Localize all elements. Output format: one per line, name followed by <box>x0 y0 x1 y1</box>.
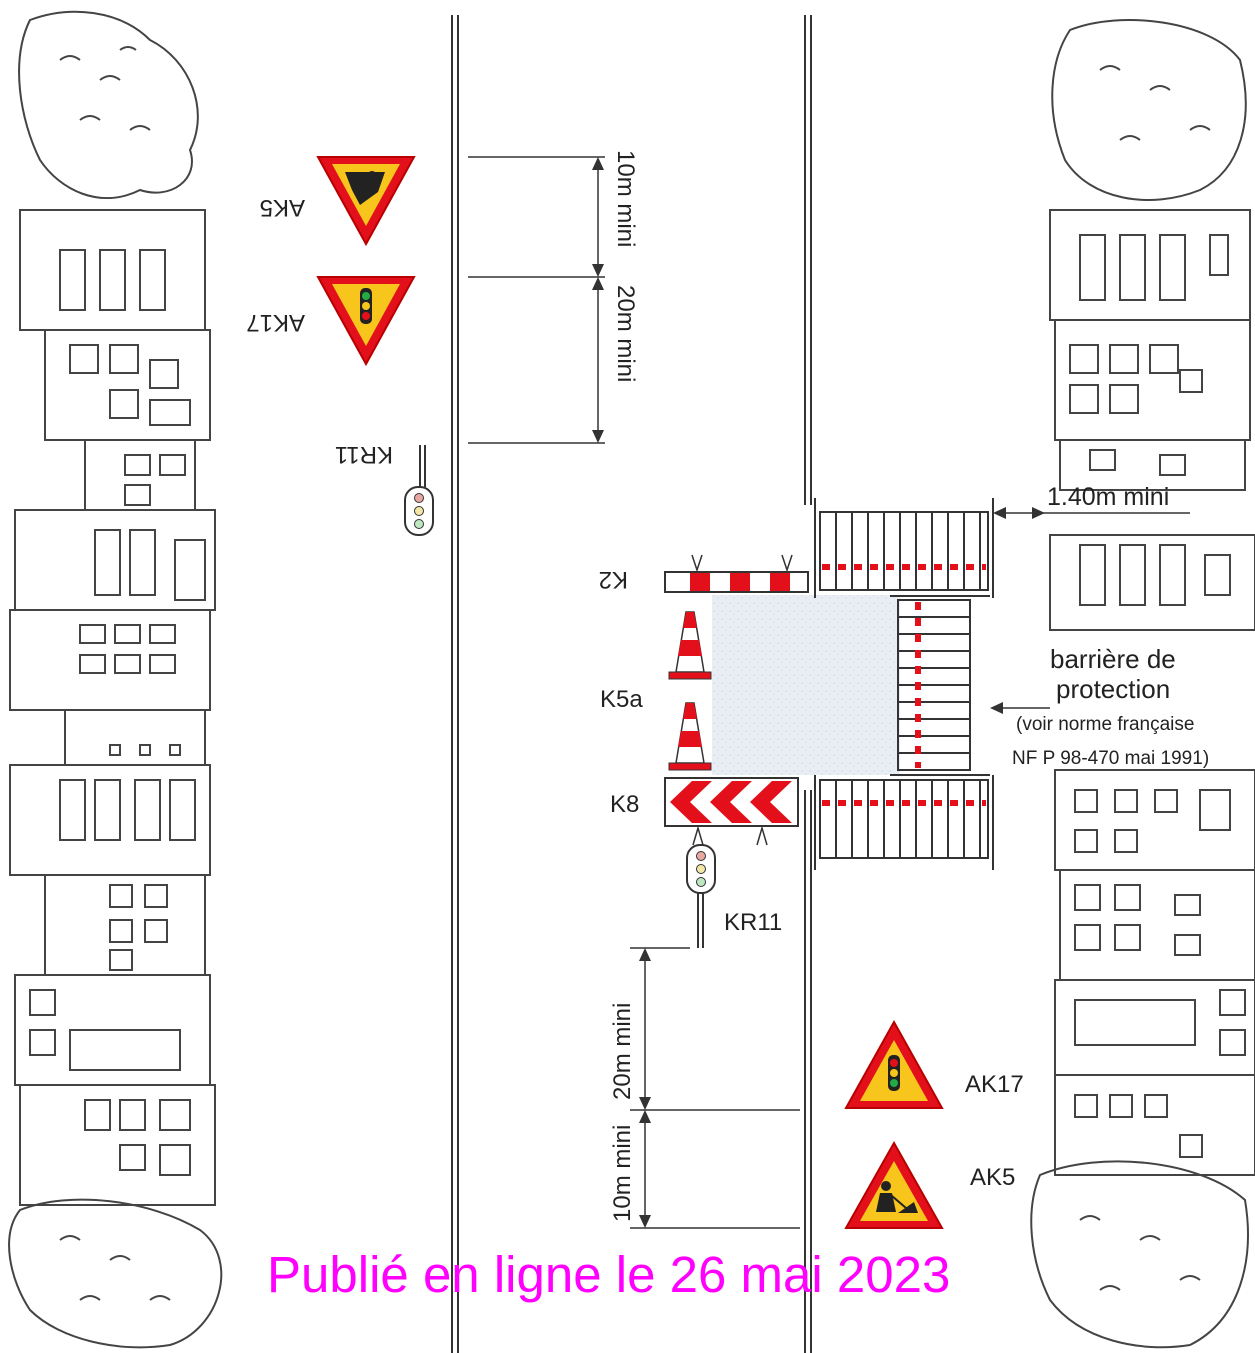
kr11-light-top <box>404 445 434 536</box>
label-k2: K2 <box>599 566 628 593</box>
barrier-label-line3: (voir norme française <box>1016 714 1194 735</box>
label-kr11-top: KR11 <box>335 441 393 468</box>
barrier-label-line4: NF P 98-470 mai 1991) <box>1012 748 1209 769</box>
ak17-sign-top <box>316 276 416 367</box>
label-ak5-bottom: AK5 <box>970 1164 1015 1191</box>
barrier-label-line2: protection <box>1056 674 1170 704</box>
dimension-lines-top <box>468 156 605 444</box>
label-ak17-top: AK17 <box>246 309 305 336</box>
dimension-bottom-10m: 10m mini <box>609 1125 636 1222</box>
work-zone <box>712 595 900 775</box>
label-k5a: K5a <box>600 686 643 713</box>
protection-barrier-middle <box>890 595 990 776</box>
barrier-label-line1: barrière de <box>1050 644 1176 674</box>
barrier-callout-arrow <box>990 702 1050 714</box>
protection-barrier-top <box>814 498 994 598</box>
ak5-sign-top <box>316 156 416 247</box>
ak17-sign-bottom <box>844 1019 944 1109</box>
dimension-lines-bottom <box>630 947 800 1229</box>
dimension-top-20m: 20m mini <box>612 285 639 382</box>
sidewalk-dimension <box>993 507 1190 519</box>
dimension-top-10m: 10m mini <box>612 150 639 247</box>
k8-chevron-panel <box>664 777 799 846</box>
dimension-sidewalk: 1.40m mini <box>1047 483 1169 511</box>
label-ak5-top: AK5 <box>260 194 305 221</box>
label-k8: K8 <box>610 791 639 818</box>
publication-watermark: Publié en ligne le 26 mai 2023 <box>267 1246 950 1303</box>
label-ak17-bottom: AK17 <box>965 1071 1024 1098</box>
protection-barrier-bottom <box>814 775 994 870</box>
dimension-arrowheads-top <box>592 157 604 443</box>
k2-barrier <box>664 554 809 593</box>
road-curbs <box>451 15 812 1353</box>
dimension-bottom-20m: 20m mini <box>609 1003 636 1100</box>
dimension-arrowheads-bottom <box>639 948 651 1228</box>
k5a-cone-2 <box>668 702 712 771</box>
left-buildings <box>8 10 223 1349</box>
ak5-sign-bottom <box>844 1140 944 1229</box>
right-buildings <box>1030 19 1255 1349</box>
kr11-light-bottom <box>686 844 716 948</box>
label-kr11-bottom: KR11 <box>724 909 782 936</box>
k5a-cone-1 <box>668 611 712 680</box>
